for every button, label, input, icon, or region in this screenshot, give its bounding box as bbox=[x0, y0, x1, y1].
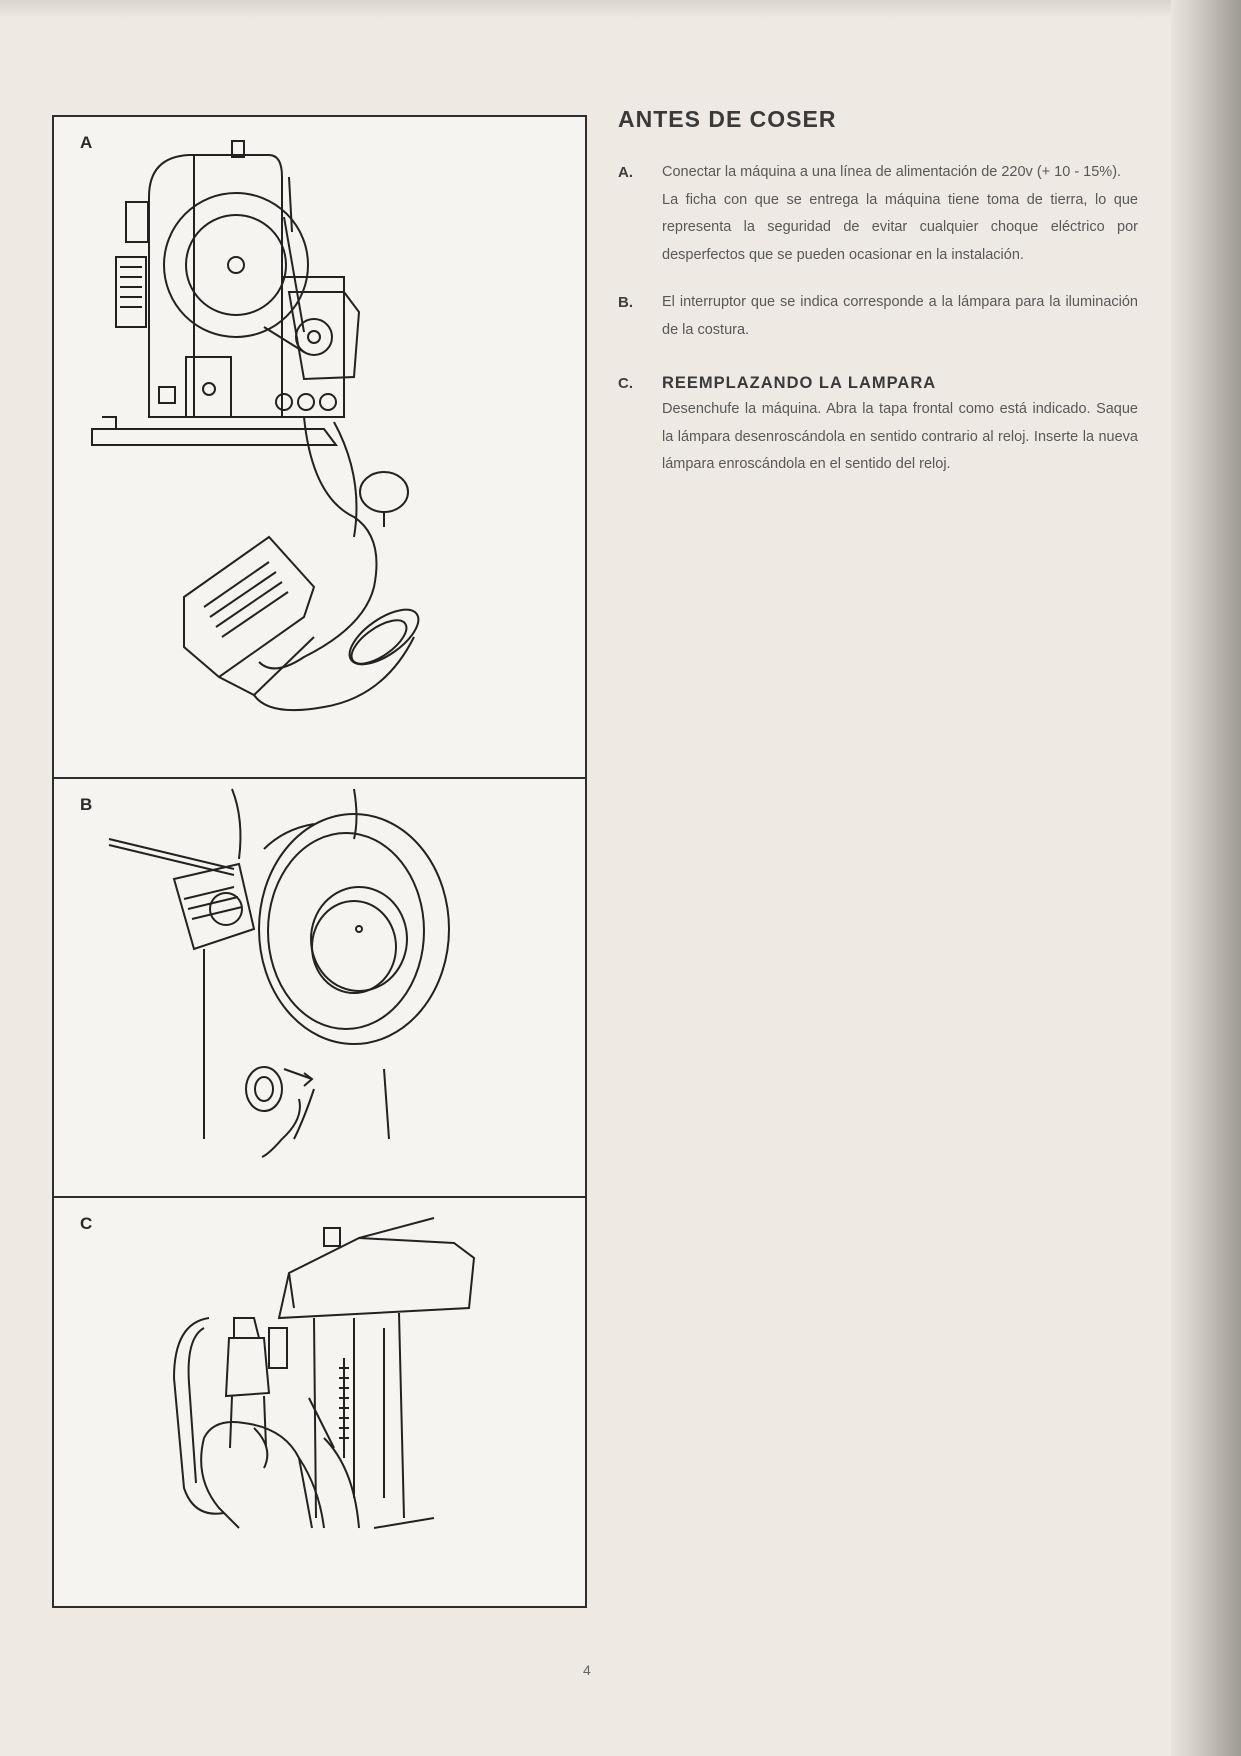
instruction-item-a: A. Conectar la máquina a una línea de al… bbox=[618, 159, 1138, 269]
page-number: 4 bbox=[583, 1662, 591, 1678]
instruction-item-c: C. REEMPLAZANDO LA LAMPARA Desenchufe la… bbox=[618, 370, 1138, 479]
item-c-paragraph: Desenchufe la máquina. Abra la tapa fron… bbox=[662, 401, 1138, 472]
scan-top-shadow bbox=[0, 0, 1241, 18]
item-b-paragraph: El interruptor que se indica corresponde… bbox=[662, 294, 1138, 338]
lamp-switch-illustration bbox=[108, 788, 450, 1158]
sewing-machine-motor-illustration bbox=[91, 140, 420, 712]
item-letter-a: A. bbox=[618, 164, 633, 181]
item-letter-c: C. bbox=[618, 375, 633, 392]
illustration-panel-a: A bbox=[54, 117, 585, 779]
instructions-column: ANTES DE COSER A. Conectar la máquina a … bbox=[618, 106, 1138, 479]
lamp-replacement-illustration bbox=[172, 1217, 476, 1529]
item-letter-b: B. bbox=[618, 294, 633, 311]
panel-label-a: A bbox=[80, 133, 93, 152]
item-a-paragraph-1: Conectar la máquina a una línea de alime… bbox=[662, 164, 1122, 180]
illustration-panel-b: B bbox=[54, 779, 585, 1198]
scan-page-edge-shadow bbox=[1171, 0, 1241, 1756]
panel-label-b: B bbox=[80, 795, 93, 814]
panel-label-c: C bbox=[80, 1214, 93, 1233]
illustration-panel-c: C bbox=[54, 1198, 585, 1606]
instruction-item-b: B. El interruptor que se indica correspo… bbox=[618, 289, 1138, 344]
item-a-paragraph-2: La ficha con que se entrega la máquina t… bbox=[662, 191, 1138, 263]
page-title: ANTES DE COSER bbox=[618, 106, 837, 132]
illustration-frame: A bbox=[52, 115, 587, 1608]
item-c-heading: REEMPLAZANDO LA LAMPARA bbox=[662, 374, 937, 392]
